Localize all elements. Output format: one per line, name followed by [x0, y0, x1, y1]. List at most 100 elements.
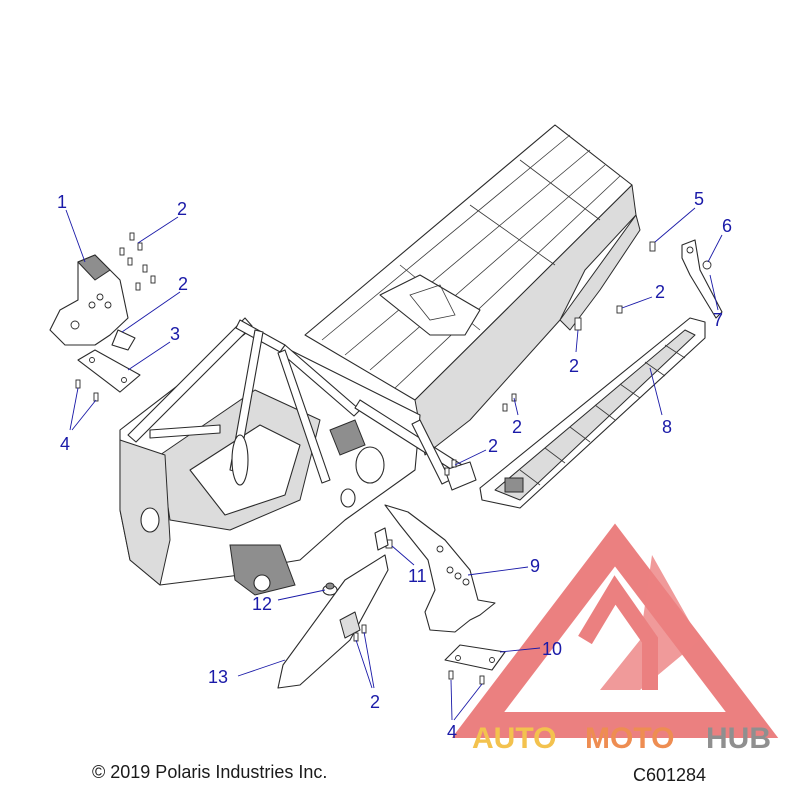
- callout-12: 12: [252, 594, 272, 614]
- callout-2: 2: [488, 436, 498, 456]
- callout-9: 9: [530, 556, 540, 576]
- leader-3: [127, 341, 171, 371]
- callout-5: 5: [694, 189, 704, 209]
- part-9-hole-c: [462, 578, 470, 586]
- watermark-logo: [451, 523, 779, 738]
- part-10-hole-b: [489, 657, 495, 663]
- part-9-hole-a: [446, 566, 454, 574]
- rivet-2g1: [353, 632, 359, 642]
- tube-lower-cross: [149, 424, 221, 439]
- deck-rail-2: [344, 149, 591, 356]
- callout-2: 2: [370, 692, 380, 712]
- fastener-part-6: [702, 260, 712, 270]
- leader-5: [654, 207, 696, 243]
- frame-hole-3: [340, 488, 356, 508]
- part-11-tab: [374, 527, 389, 551]
- leader-2d: [575, 329, 579, 353]
- tube-top-rear: [279, 344, 361, 417]
- rivet-4d: [479, 675, 485, 685]
- part-3-hole-b: [121, 377, 127, 383]
- rivet-t1: [616, 305, 623, 314]
- part-1-shape: [49, 254, 129, 346]
- part-1-hole-c: [88, 301, 96, 309]
- deck-rail-1: [321, 134, 571, 341]
- rivet-t5: [451, 459, 457, 468]
- leader-4a-1: [69, 387, 79, 431]
- part-8-inner: [494, 329, 696, 501]
- rivet-4c: [448, 670, 454, 680]
- leader-2e: [513, 397, 519, 416]
- part-9-hole-d: [436, 545, 444, 553]
- tube-front-left: [127, 317, 253, 443]
- callout-1: 1: [57, 192, 67, 212]
- rung-6: [644, 361, 666, 377]
- part-7-hole: [686, 246, 694, 254]
- callout-4: 4: [447, 722, 457, 742]
- rung-2: [544, 447, 566, 464]
- rivet-4b: [93, 392, 99, 402]
- rivet-4: [127, 257, 133, 266]
- part-7-shape: [681, 239, 723, 319]
- rung-5: [619, 383, 641, 399]
- leader-11: [391, 545, 415, 566]
- deck-cross-1: [519, 159, 601, 221]
- watermark-brand-auto: AUTO: [472, 722, 556, 755]
- rivet-t4: [502, 403, 508, 412]
- rivet-1: [129, 232, 135, 241]
- part-3-plate: [77, 349, 141, 393]
- leader-13: [237, 659, 286, 677]
- tunnel-rear-skirt: [559, 214, 641, 331]
- leader-2g-1: [355, 639, 373, 689]
- leader-12: [277, 589, 326, 601]
- watermark-triangle-outer: [451, 523, 779, 738]
- part-1-bracket: [49, 254, 136, 351]
- tube-rear-foot: [444, 461, 477, 491]
- callout-2: 2: [177, 199, 187, 219]
- callout-13: 13: [208, 667, 228, 687]
- callout-2: 2: [655, 282, 665, 302]
- part-8-end-block: [504, 477, 524, 493]
- frame-hole-1: [140, 507, 160, 533]
- part-10-plate: [444, 644, 506, 671]
- rivet-5: [142, 264, 148, 273]
- part-8-running-board: [479, 317, 706, 509]
- rung-4: [594, 404, 616, 421]
- watermark-m-shape: [578, 575, 658, 690]
- part-9-bracket: [384, 504, 496, 633]
- steering-post-hole: [253, 574, 271, 592]
- watermark-triangle-inner: [600, 555, 700, 690]
- rung-1: [519, 469, 541, 486]
- callout-labels: 1 2 2 3 4 5 6 7 2 2 8 2 2 9 11 12 10 13 …: [57, 189, 732, 742]
- leader-9: [467, 566, 529, 576]
- leader-1: [65, 209, 86, 263]
- rung-3: [569, 426, 591, 443]
- watermark-brand: AUTO MOTO HUB: [472, 722, 771, 755]
- shock-mount: [231, 434, 249, 486]
- rivet-3: [119, 247, 125, 256]
- leader-2f: [454, 449, 487, 466]
- part-13-shape: [277, 554, 389, 689]
- leader-7: [709, 274, 719, 311]
- rivet-2: [137, 242, 143, 251]
- rung-7: [664, 344, 686, 359]
- tube-rear-brace: [411, 419, 451, 485]
- rivet-4a: [75, 379, 81, 389]
- callout-2: 2: [569, 356, 579, 376]
- callout-10: 10: [542, 639, 562, 659]
- leader-2c: [621, 296, 653, 309]
- chassis-tunnel: [304, 124, 641, 456]
- part-13-cutout: [339, 611, 361, 639]
- watermark-brand-hub: HUB: [706, 722, 771, 755]
- rivet-t3: [511, 393, 517, 402]
- leader-4b-1: [450, 679, 453, 721]
- part-1-hole-a: [96, 293, 104, 301]
- frame-hole-2: [355, 446, 385, 484]
- part-10-hole-a: [455, 655, 461, 661]
- leader-2b: [121, 291, 181, 333]
- copyright-notice: © 2019 Polaris Industries Inc.: [92, 762, 327, 782]
- leader-2a: [137, 216, 179, 244]
- fasteners-part-4-right: [448, 670, 485, 685]
- part-1-tab-lower: [111, 329, 136, 351]
